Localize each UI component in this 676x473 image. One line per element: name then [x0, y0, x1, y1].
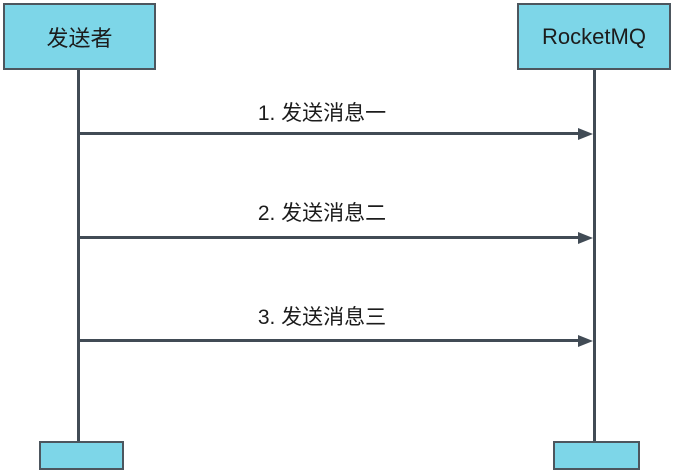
actor-box-rocketmq: RocketMQ: [517, 3, 671, 70]
message-3-label: 3. 发送消息三: [257, 306, 387, 329]
message-3-arrowhead-icon: [578, 335, 593, 347]
lifeline-end-box-sender: [39, 441, 124, 470]
actor-label-sender: 发送者: [46, 25, 113, 51]
message-1-label: 1. 发送消息一: [257, 102, 387, 125]
lifeline-rocketmq: [593, 70, 596, 441]
lifeline-end-box-rocketmq: [553, 441, 640, 470]
actor-box-sender: 发送者: [3, 3, 156, 70]
message-1-line: [79, 132, 578, 135]
lifeline-sender: [77, 70, 80, 441]
message-2-label: 2. 发送消息二: [257, 202, 387, 225]
message-2-line: [79, 236, 578, 239]
message-2-arrowhead-icon: [578, 232, 593, 244]
actor-label-rocketmq: RocketMQ: [542, 23, 646, 49]
message-3-line: [79, 339, 578, 342]
message-1-arrowhead-icon: [578, 128, 593, 140]
